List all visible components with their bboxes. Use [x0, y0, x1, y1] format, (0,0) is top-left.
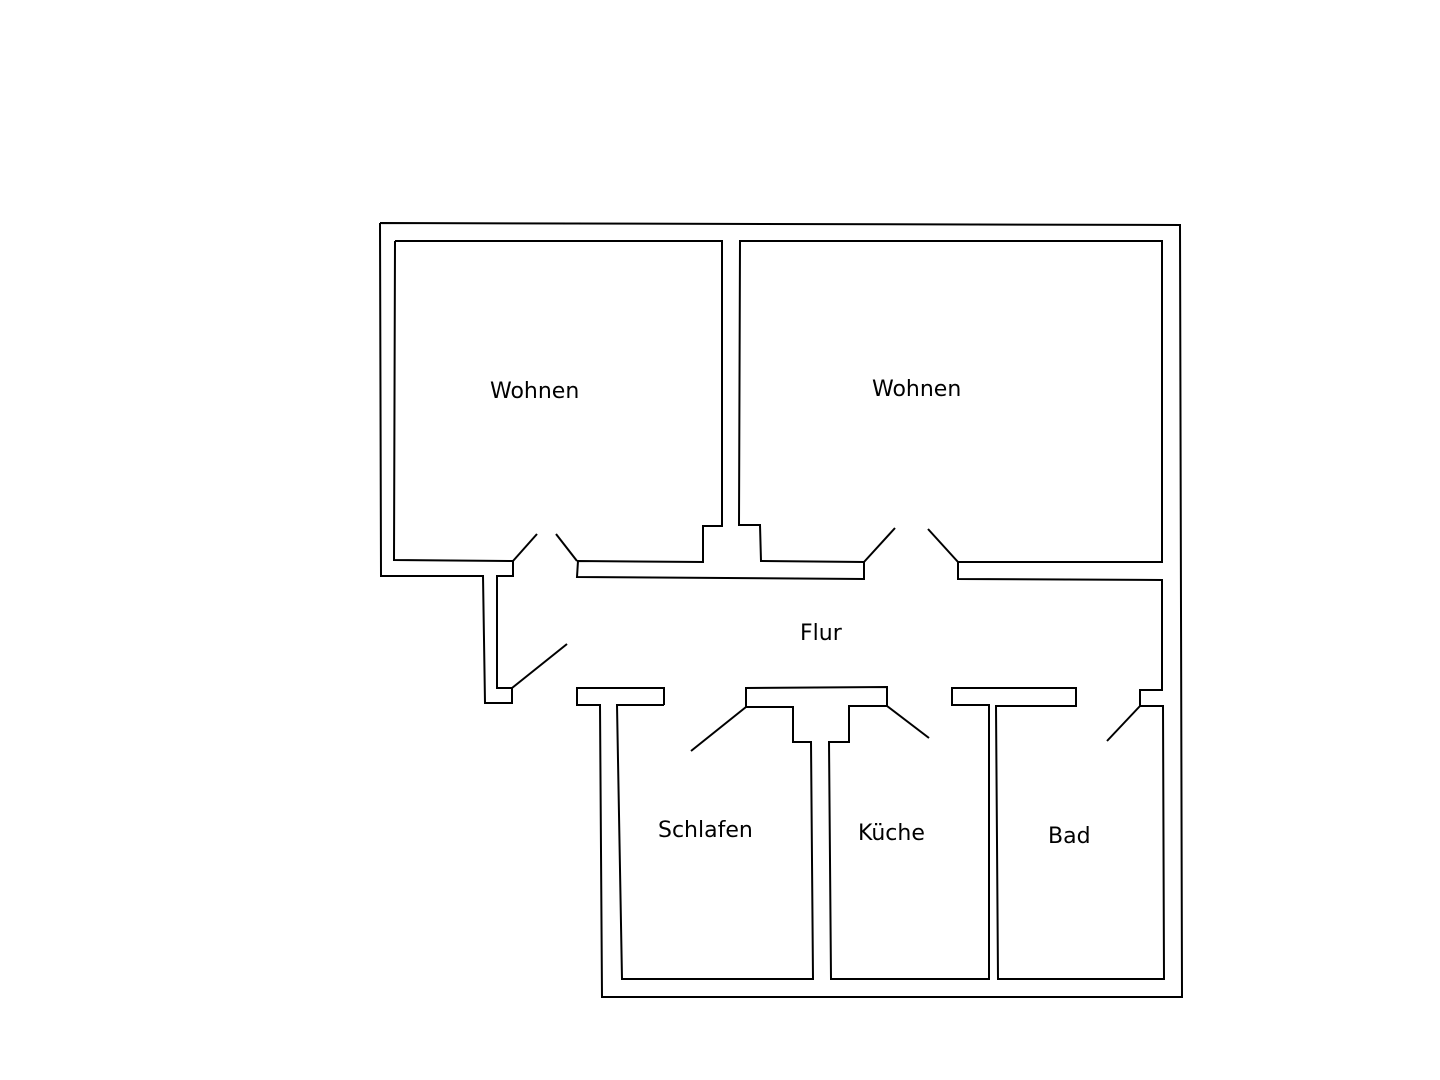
outer-wall-inner — [392, 240, 514, 689]
door-wohnen-right-a — [863, 527, 896, 563]
door-schlafen — [690, 706, 747, 752]
room-label-wohnen-right: Wohnen — [872, 377, 961, 402]
door-kueche — [886, 705, 930, 739]
room-label-kueche: Küche — [858, 821, 925, 846]
room-label-flur: Flur — [800, 621, 843, 646]
door-bad — [1106, 705, 1141, 742]
door-entrance — [511, 643, 568, 689]
wohnen-left-walls — [395, 240, 1166, 980]
room-label-schlafen: Schlafen — [658, 818, 753, 843]
door-wohnen-left-a — [512, 533, 538, 562]
outer-wall-outer — [379, 222, 1184, 998]
room-label-wohnen-left: Wohnen — [490, 379, 579, 404]
room-label-bad: Bad — [1048, 824, 1091, 849]
door-wohnen-left-b — [555, 533, 578, 562]
door-wohnen-right-b — [927, 528, 959, 563]
